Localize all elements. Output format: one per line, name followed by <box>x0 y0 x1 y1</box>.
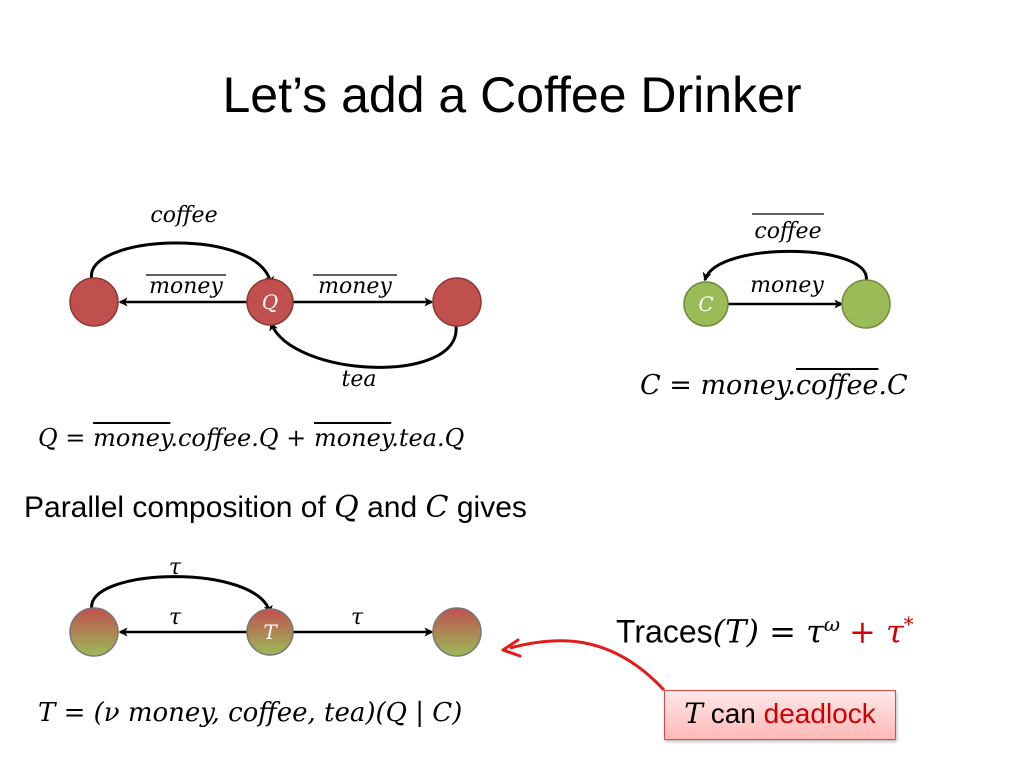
c-label-coffee: coffee <box>754 219 821 244</box>
c-diagram: C coffee money <box>683 213 891 329</box>
t-right-state <box>432 607 482 657</box>
q-label-money-left: money <box>149 274 223 299</box>
c-formula: C = money.coffee.C <box>640 370 908 401</box>
q-left-state <box>69 277 119 327</box>
t-label-top: τ <box>169 555 182 580</box>
t-center-state <box>246 608 294 656</box>
c-right-state <box>841 279 891 329</box>
q-formula-money-2: money <box>313 424 392 452</box>
c-label-money: money <box>750 273 824 298</box>
t-left-state <box>69 607 119 657</box>
t-diagram: T τ τ τ <box>69 555 482 657</box>
q-formula-money-1: money <box>93 424 171 452</box>
t-label-left: τ <box>169 605 182 630</box>
q-label-money-right: money <box>318 274 392 299</box>
t-node-label: T <box>263 620 278 644</box>
q-right-state <box>432 277 482 327</box>
traces-formula: Traces(T) = τω + τ* <box>616 612 914 651</box>
q-formula: Q = money.coffee.Q + money.tea.Q <box>38 424 465 452</box>
parallel-composition-sentence: Parallel composition of Q and C gives <box>24 490 527 525</box>
q-node-label: Q <box>262 290 278 314</box>
q-label-tea: tea <box>342 367 377 392</box>
callout-arrow <box>509 639 666 692</box>
deadlock-callout: T can deadlock <box>664 690 896 740</box>
c-formula-coffee: coffee <box>795 370 879 401</box>
c-left-state <box>683 281 729 327</box>
q-center-state <box>246 278 294 326</box>
slide-title: Let’s add a Coffee Drinker <box>222 67 802 123</box>
c-node-label: C <box>698 292 713 316</box>
t-formula: T = (ν money, coffee, tea)(Q | C) <box>38 698 463 728</box>
t-label-right: τ <box>351 605 364 630</box>
q-diagram: Q coffee money money tea <box>69 203 482 392</box>
q-label-coffee: coffee <box>150 203 217 228</box>
